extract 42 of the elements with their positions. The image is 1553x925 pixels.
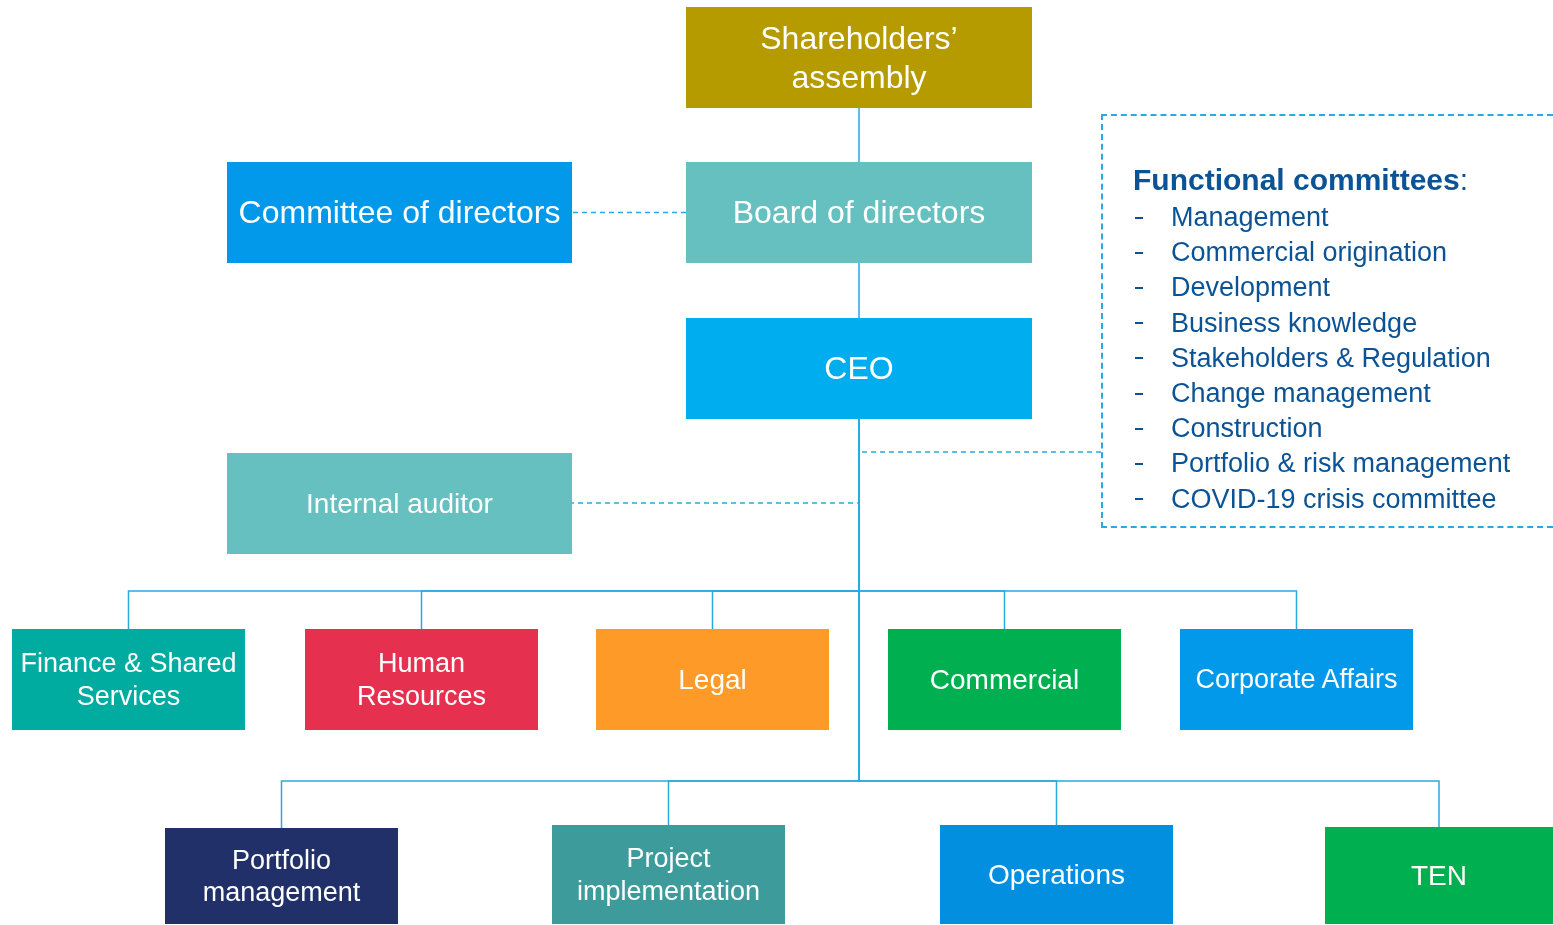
list-item: Stakeholders & Regulation bbox=[1171, 342, 1491, 374]
org-box bbox=[686, 7, 1032, 108]
org-box bbox=[888, 629, 1121, 730]
org-box bbox=[940, 825, 1173, 924]
list-item: Construction bbox=[1171, 413, 1323, 445]
org-box bbox=[305, 629, 538, 730]
box-label: Project implementation bbox=[575, 842, 762, 907]
list-item: Commercial origination bbox=[1171, 237, 1448, 269]
org-box bbox=[165, 828, 398, 924]
dashed-panel bbox=[1101, 114, 1553, 528]
box-label: Finance & Shared Services bbox=[19, 647, 238, 712]
box-label: Human Resources bbox=[355, 647, 488, 712]
box-label: Shareholders’ assembly bbox=[759, 19, 959, 96]
list-item: Development bbox=[1171, 272, 1331, 304]
list-item: COVID-19 crisis committee bbox=[1171, 483, 1497, 515]
dashed-connector bbox=[571, 211, 687, 214]
box-label: Commercial bbox=[929, 662, 1080, 697]
box-label: Board of directors bbox=[732, 193, 986, 232]
connector-line bbox=[858, 262, 860, 319]
panel-heading: Functional committees: bbox=[1133, 162, 1470, 198]
box-label: Operations bbox=[988, 857, 1125, 892]
connector-line bbox=[858, 107, 860, 163]
box-label: Committee of directors bbox=[238, 193, 561, 232]
org-box bbox=[596, 629, 829, 730]
org-box bbox=[1180, 629, 1413, 730]
list-item: Management bbox=[1171, 202, 1329, 234]
list-item: Change management bbox=[1171, 378, 1431, 410]
box-label: Corporate Affairs bbox=[1195, 663, 1398, 696]
org-box bbox=[686, 162, 1032, 263]
list-item: Business knowledge bbox=[1171, 307, 1418, 339]
org-box bbox=[552, 825, 785, 924]
box-label: CEO bbox=[824, 349, 894, 388]
org-box bbox=[227, 453, 572, 554]
org-box bbox=[227, 162, 572, 263]
org-box bbox=[686, 318, 1032, 419]
box-label: Internal auditor bbox=[306, 486, 493, 521]
box-label: Portfolio management bbox=[201, 843, 362, 909]
org-box bbox=[1325, 827, 1553, 924]
box-label: TEN bbox=[1411, 858, 1467, 893]
list-item: Portfolio & risk management bbox=[1171, 448, 1511, 480]
box-label: Legal bbox=[678, 662, 747, 697]
org-box bbox=[12, 629, 245, 730]
